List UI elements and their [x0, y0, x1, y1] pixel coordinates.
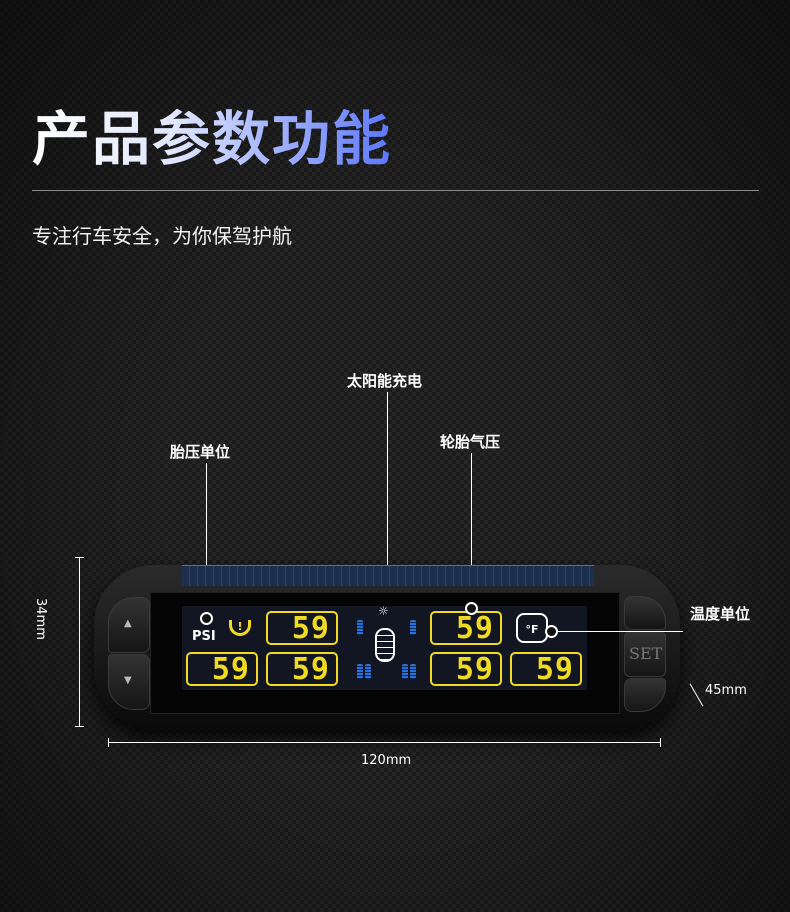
reading-top-right: 59 [430, 611, 502, 645]
set-button[interactable]: SET [624, 631, 666, 677]
solar-panel [182, 565, 594, 586]
callout-solar-line [387, 392, 388, 599]
callout-temp-unit-label: 温度单位 [690, 605, 751, 623]
dimension-depth-label: 45mm [705, 683, 747, 698]
tpms-warning-icon: ! [229, 620, 251, 636]
callout-tire-pressure-label: 轮胎气压 [440, 433, 501, 451]
sun-icon: ☼ [378, 604, 389, 618]
divider [32, 190, 759, 191]
pressure-unit-indicator: PSI [192, 629, 216, 644]
callout-solar-label: 太阳能充电 [347, 372, 423, 390]
car-icon [375, 628, 395, 662]
dimension-height-label: 34mm [33, 598, 48, 640]
up-arrow-icon: ▲ [124, 618, 132, 629]
temp-unit-indicator: °F [516, 613, 548, 643]
wheel-icon-front-left [357, 620, 363, 635]
reading-bottom-2: 59 [266, 652, 338, 686]
dimension-width-line [108, 742, 660, 743]
dimension-width-cap-left [108, 738, 109, 747]
callout-tire-pressure-dot [465, 602, 478, 615]
reading-bottom-3: 59 [430, 652, 502, 686]
dimension-depth-line [689, 683, 704, 707]
wheel-icon-rear-right-inner [402, 664, 408, 679]
dimension-height-line [79, 557, 80, 726]
reading-bottom-1: 59 [186, 652, 258, 686]
dimension-height-cap-bottom [75, 726, 84, 727]
wheel-icon-rear-left [357, 664, 363, 679]
down-arrow-icon: ▼ [124, 675, 132, 686]
wheel-icon-rear-right [410, 664, 416, 679]
up-button[interactable]: ▲ [108, 597, 150, 653]
reading-top-left: 59 [266, 611, 338, 645]
down-button[interactable]: ▼ [108, 654, 150, 710]
set-label: SET [629, 644, 663, 663]
callout-pressure-unit-dot [200, 612, 213, 625]
callout-temp-unit-line [557, 631, 683, 632]
page-title: 产品参数功能 [32, 92, 392, 176]
dimension-width-label: 120mm [361, 753, 412, 768]
callout-pressure-unit-line [206, 463, 207, 611]
dimension-width-cap-right [660, 738, 661, 747]
wheel-icon-rear-left-inner [365, 664, 371, 679]
reading-bottom-4: 59 [510, 652, 582, 686]
callout-tire-pressure-line [471, 453, 472, 601]
dimension-height-cap-top [75, 557, 84, 558]
wheel-icon-front-right [410, 620, 416, 635]
callout-pressure-unit-label: 胎压单位 [170, 443, 231, 461]
subtitle: 专注行车安全，为你保驾护航 [32, 224, 292, 248]
